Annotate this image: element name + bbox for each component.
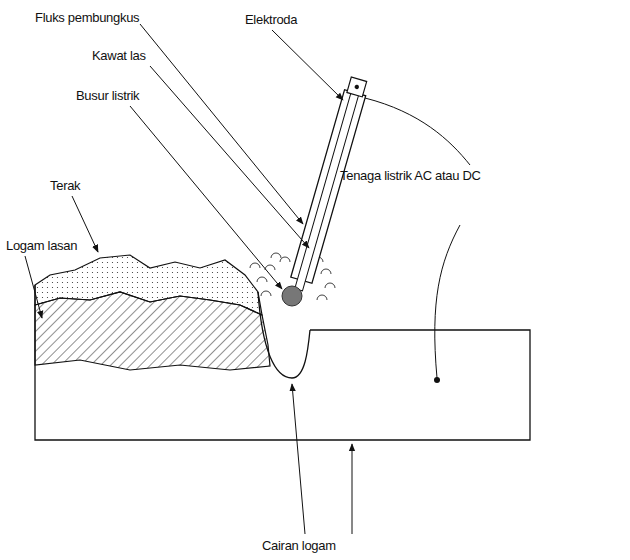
part-label: Terak	[50, 178, 80, 193]
part-label: Cairan logam	[262, 538, 336, 553]
electric-arc	[282, 286, 302, 306]
ground-clamp	[434, 377, 440, 383]
base-plate	[35, 285, 530, 440]
leader-lines	[25, 24, 352, 534]
part-label: Logam lasan	[6, 238, 77, 253]
electrode	[288, 76, 370, 293]
part-label: Kawat las	[92, 48, 146, 63]
molten-pool	[258, 292, 310, 378]
part-label: Fluks pembungkus	[35, 10, 139, 25]
part-label: Tenaga listrik AC atau DC	[340, 168, 481, 183]
part-label: Elektroda	[245, 12, 297, 27]
electrode-cable	[365, 98, 470, 165]
ground-cable	[435, 225, 460, 378]
part-label: Busur listrik	[76, 88, 139, 103]
weld-metal	[35, 292, 270, 370]
